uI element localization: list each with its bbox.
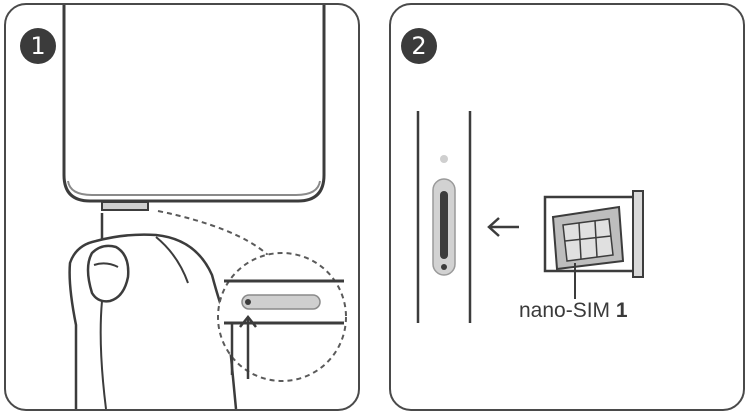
sim-tray-bottom — [101, 201, 149, 211]
step-1-panel: 1 — [4, 3, 360, 411]
phone-bottom-edge — [67, 180, 321, 196]
sim-label-text: nano-SIM — [519, 299, 611, 322]
sim-slot-label: nano-SIM 1 — [519, 299, 628, 323]
dashed-leader — [157, 210, 269, 256]
phone-body — [62, 5, 326, 203]
step-1-badge: 1 — [20, 28, 56, 64]
step-2-badge: 2 — [401, 28, 437, 64]
slot-eject-hole — [441, 264, 447, 270]
microphone-hole — [440, 155, 448, 163]
magnify-sim-slot — [241, 294, 321, 310]
sim-insertion-illustration — [416, 111, 644, 323]
magnify-circle — [217, 252, 347, 382]
magnify-eject-hole — [245, 299, 251, 305]
sim-slot-number: 1 — [615, 299, 628, 322]
phone-bottom-illustration — [62, 5, 347, 409]
thumb — [86, 244, 130, 303]
step-2-panel: 2 nano-SIM 1 — [389, 3, 745, 411]
